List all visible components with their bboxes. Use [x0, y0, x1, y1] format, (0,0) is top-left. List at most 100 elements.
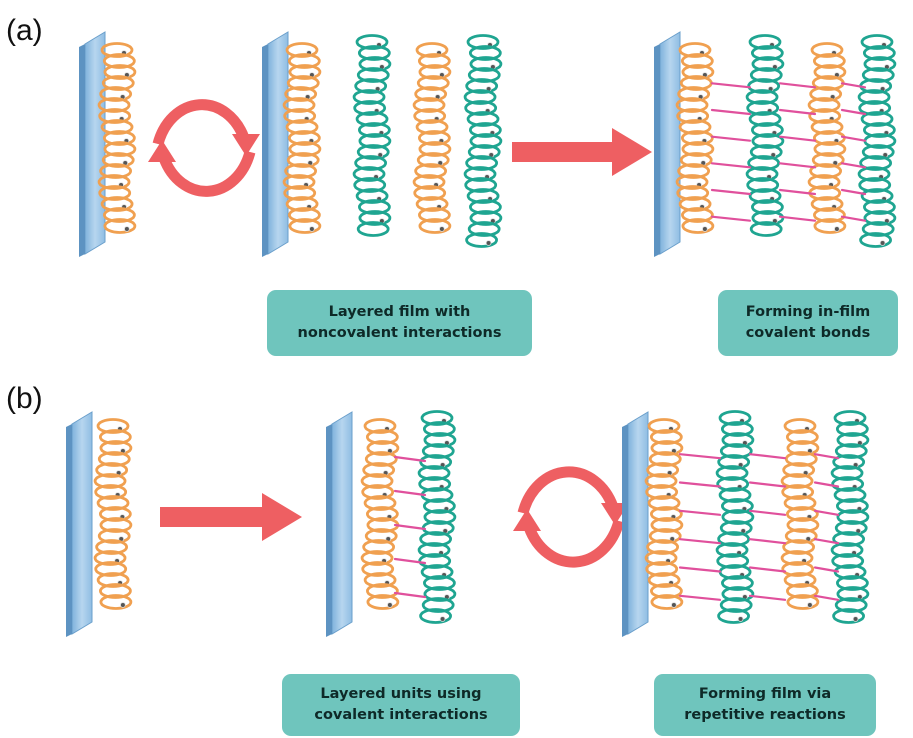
caption-line: Forming film via	[699, 684, 831, 705]
substrate-edge	[66, 424, 72, 637]
bond-line	[680, 596, 720, 600]
bond-line	[712, 217, 750, 221]
arrow-head	[262, 493, 302, 541]
substrate-plate	[262, 32, 288, 257]
substrate-face	[72, 412, 92, 634]
bond-line	[395, 491, 425, 495]
caption-line: Forming in-film	[746, 302, 870, 323]
bond-line	[815, 483, 838, 487]
cycle-arc-top	[523, 472, 613, 513]
bead	[853, 617, 858, 622]
bond-line	[680, 454, 720, 458]
bond-line	[750, 454, 785, 458]
caption-layered-film: Layered film with noncovalent interactio…	[267, 290, 532, 356]
cycle-arrows	[513, 472, 629, 562]
bead	[124, 227, 129, 232]
substrate-edge	[326, 424, 332, 637]
cycle-arrowhead-bottom	[513, 509, 541, 531]
arrow-shaft	[160, 507, 266, 527]
substrate-plate	[79, 32, 105, 257]
bond-line	[750, 483, 785, 487]
caption-line: repetitive reactions	[684, 705, 846, 726]
bond-line	[750, 539, 785, 543]
bond-line	[780, 137, 815, 141]
substrate-edge	[79, 44, 85, 257]
bond-line	[680, 483, 720, 487]
bead	[309, 227, 314, 232]
teal-layer	[717, 412, 753, 623]
bond-line	[780, 163, 815, 167]
caption-line: covalent bonds	[746, 323, 871, 344]
covalent-bonds	[395, 457, 425, 597]
bond-line	[712, 190, 750, 194]
caption-layered-units: Layered units using covalent interaction…	[282, 674, 520, 736]
teal-layer	[832, 412, 868, 623]
bead	[834, 227, 839, 232]
bond-line	[680, 539, 720, 543]
process-arrow	[160, 493, 302, 541]
cycle-arrows	[148, 105, 260, 192]
substrate-face	[628, 412, 648, 634]
bead	[880, 241, 885, 246]
orange-layer	[284, 44, 320, 233]
bead	[440, 617, 445, 622]
bond-line	[780, 110, 815, 114]
substrate-face	[268, 32, 288, 254]
cycle-arc-top	[158, 105, 244, 144]
bead	[738, 617, 743, 622]
orange-layer	[362, 420, 398, 609]
bond-line	[780, 83, 815, 87]
covalent-bonds	[680, 454, 720, 600]
substrate-plate	[326, 412, 352, 637]
caption-repetitive-reactions: Forming film via repetitive reactions	[654, 674, 876, 736]
teal-layer	[354, 36, 390, 236]
substrate-plate	[654, 32, 680, 257]
cycle-arc-bottom	[164, 152, 250, 191]
substrate-face	[85, 32, 105, 254]
orange-layer	[95, 420, 131, 609]
bead	[702, 227, 707, 232]
substrate-edge	[262, 44, 268, 257]
bond-line	[750, 568, 785, 572]
orange-layer	[677, 44, 713, 233]
cycle-arc-bottom	[529, 521, 619, 562]
teal-layer	[419, 412, 455, 623]
bead	[486, 241, 491, 246]
substrate-plate	[622, 412, 648, 637]
bead	[671, 603, 676, 608]
bond-line	[712, 163, 750, 167]
bond-line	[712, 110, 750, 114]
bead	[387, 603, 392, 608]
substrate-face	[332, 412, 352, 634]
bead	[439, 227, 444, 232]
bond-line	[395, 525, 425, 529]
bond-line	[750, 511, 785, 515]
substrate-edge	[622, 424, 628, 637]
bond-line	[712, 83, 750, 87]
caption-line: noncovalent interactions	[298, 323, 502, 344]
bond-line	[712, 137, 750, 141]
bond-line	[815, 596, 838, 600]
substrate-plate	[66, 412, 92, 637]
arrow-shaft	[512, 142, 616, 162]
orange-layer	[782, 420, 818, 609]
caption-line: Layered units using	[320, 684, 481, 705]
substrate-edge	[654, 44, 660, 257]
caption-in-film-bonds: Forming in-film covalent bonds	[718, 290, 898, 356]
cycle-arrowhead-bottom	[148, 140, 176, 162]
bond-line	[750, 596, 785, 600]
arrow-head	[612, 128, 652, 176]
bond-line	[780, 217, 815, 221]
bond-line	[680, 568, 720, 572]
bead	[807, 603, 812, 608]
covalent-bonds	[750, 454, 785, 600]
bond-line	[680, 511, 720, 515]
bond-line	[395, 593, 425, 597]
teal-layer	[465, 36, 501, 247]
teal-layer	[747, 36, 783, 236]
bond-line	[815, 454, 838, 458]
substrate-face	[660, 32, 680, 254]
orange-layer	[414, 44, 450, 233]
caption-line: Layered film with	[329, 302, 471, 323]
